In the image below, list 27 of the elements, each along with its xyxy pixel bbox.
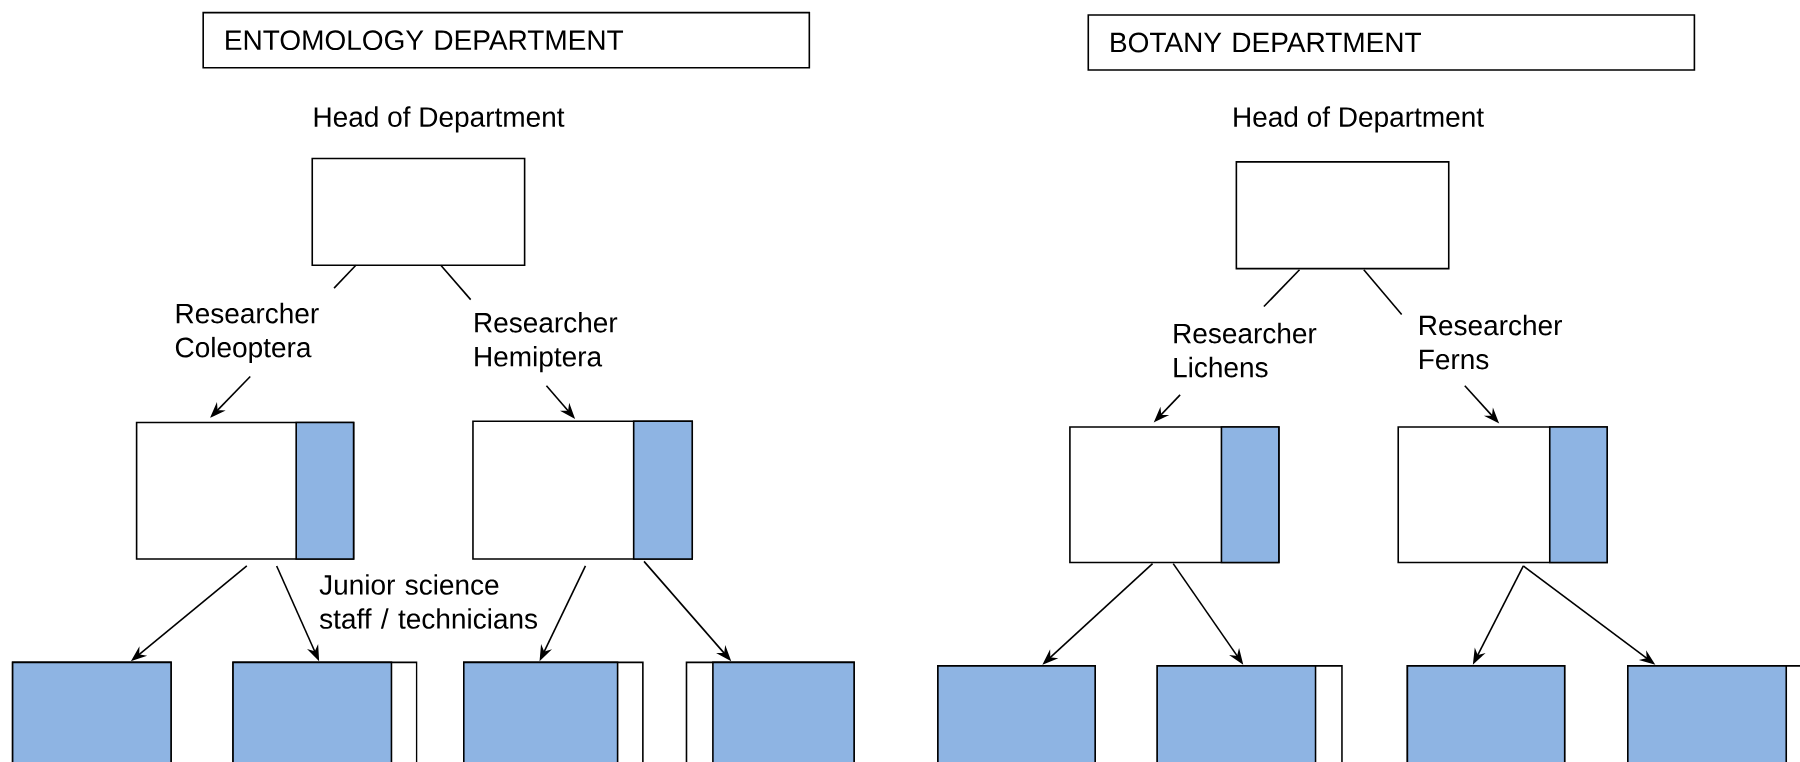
connector-line xyxy=(1263,268,1301,308)
connector-line xyxy=(440,264,472,301)
node-label: Head of Department xyxy=(1234,106,1484,133)
staff-box xyxy=(232,661,418,762)
node-label: Head of Department xyxy=(314,106,565,133)
connector-line xyxy=(333,264,357,289)
staff-box xyxy=(685,661,855,762)
staff-box xyxy=(462,661,644,762)
staff-box xyxy=(11,661,172,762)
researcher-label: Researcher Ferns xyxy=(1420,314,1562,370)
connector-line xyxy=(1363,268,1403,316)
staff-box xyxy=(1406,664,1566,762)
head-box: Head of Department xyxy=(311,106,565,266)
department-box: BOTANY DEPARTMENT xyxy=(1087,14,1696,71)
researcher-box xyxy=(135,421,355,560)
staff-box xyxy=(937,664,1096,762)
staff-box xyxy=(1627,664,1800,762)
head-box: Head of Department xyxy=(1234,106,1484,270)
staff-box xyxy=(1156,664,1343,762)
researcher-label: Researcher Hemiptera xyxy=(475,311,618,372)
researcher-label: Researcher Lichens xyxy=(1174,322,1317,378)
researcher-label: Researcher Coleoptera xyxy=(175,302,319,363)
researcher-box xyxy=(1069,426,1280,564)
staff-label: Junior science staff / technicians xyxy=(319,574,537,629)
department-box: ENTOMOLOGY DEPARTMENT xyxy=(202,11,811,69)
researcher-box xyxy=(472,420,694,560)
researcher-box xyxy=(1397,426,1608,564)
